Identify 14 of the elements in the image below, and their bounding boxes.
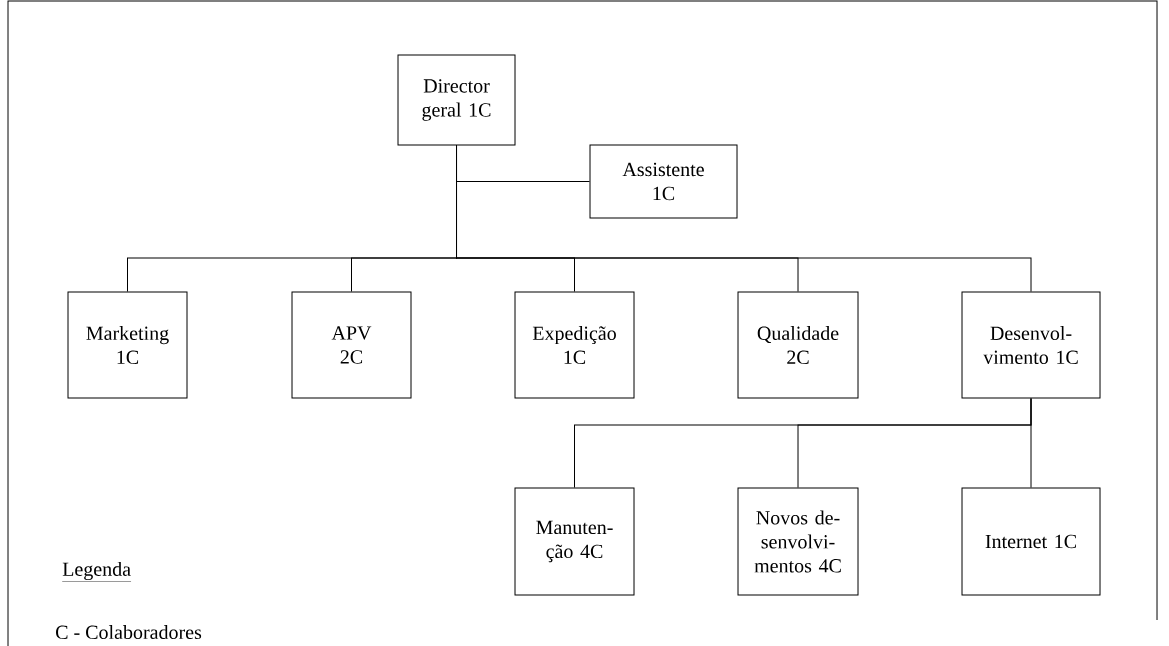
- org-box: Assistente 1C: [589, 144, 738, 219]
- connector-line: [456, 145, 1032, 292]
- org-box: Internet 1C: [961, 487, 1101, 596]
- org-box: Manuten- ção 4C: [514, 487, 635, 596]
- legend-heading: Legenda: [62, 561, 132, 582]
- connector-line: [1030, 398, 1032, 488]
- org-box: Qualidade 2C: [737, 291, 859, 399]
- legend-entry: C - Colaboradores: [56, 624, 202, 640]
- org-box: Marketing 1C: [67, 291, 188, 399]
- org-box: Novos de- senvolvi- mentos 4C: [737, 487, 859, 596]
- org-box: Expedição 1C: [514, 291, 635, 399]
- org-box: APV 2C: [291, 291, 412, 399]
- org-box: Desenvol- vimento 1C: [961, 291, 1101, 399]
- org-box: Director geral 1C: [397, 54, 516, 146]
